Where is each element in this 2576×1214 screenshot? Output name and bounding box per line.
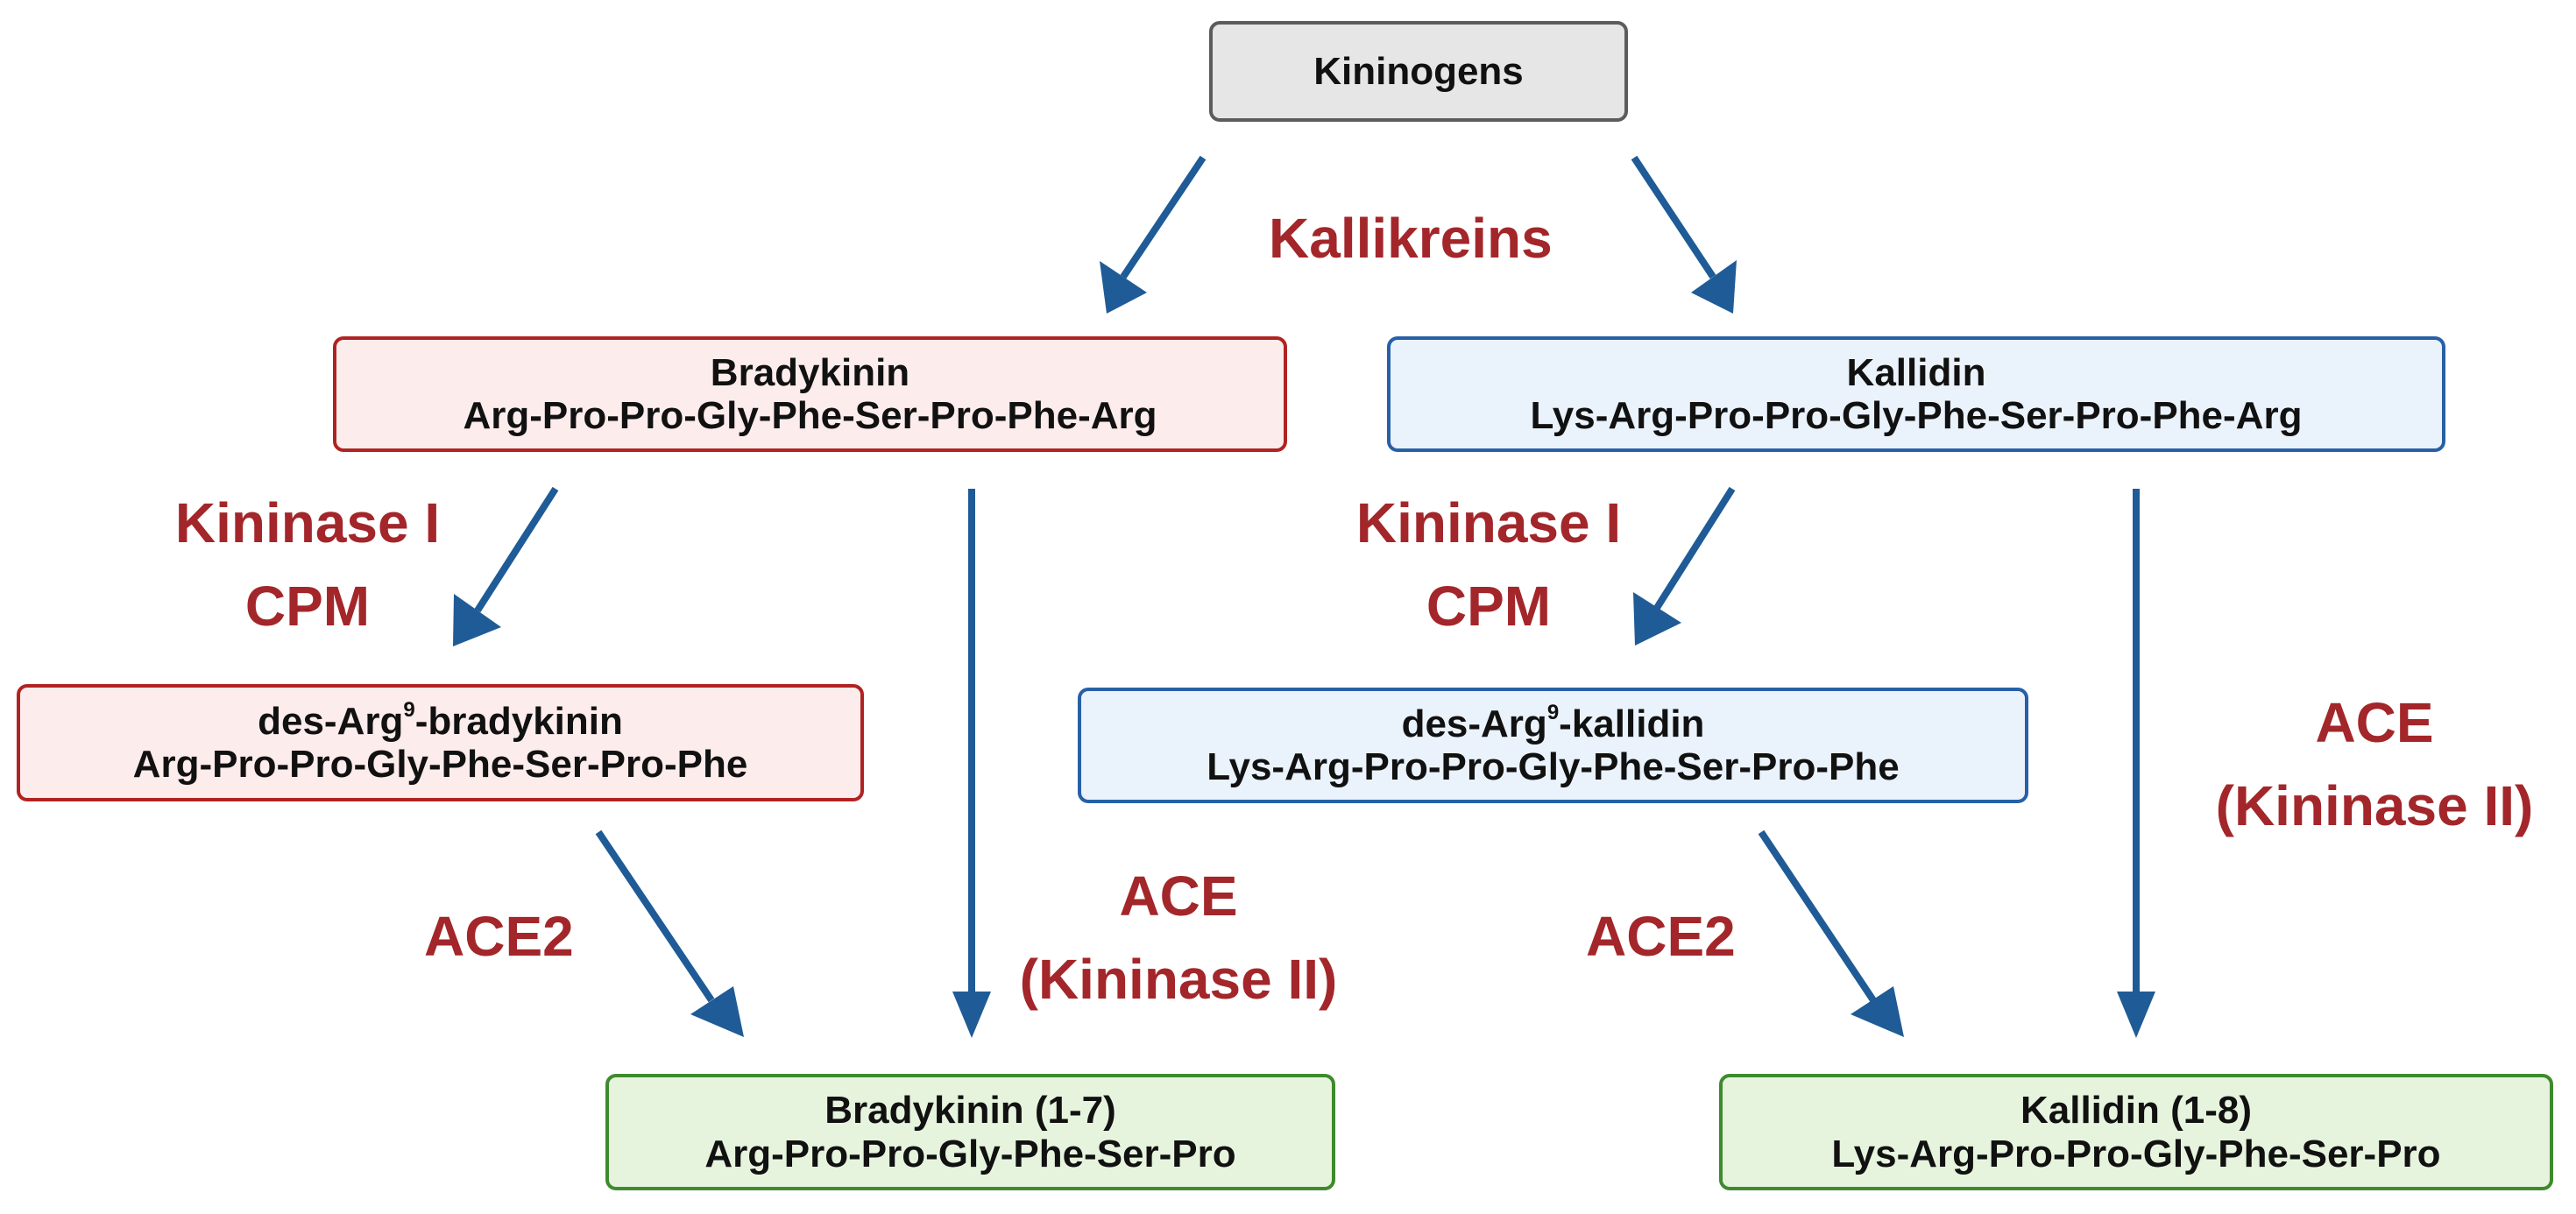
- bradykinin-box: Bradykinin Arg-Pro-Pro-Gly-Phe-Ser-Pro-P…: [333, 336, 1287, 452]
- des-arg9-kallidin-sequence: Lys-Arg-Pro-Pro-Gly-Phe-Ser-Pro-Phe: [1207, 745, 1900, 788]
- kallidin-title: Kallidin: [1846, 350, 1986, 394]
- kininase-i-left-line2: CPM: [244, 574, 371, 638]
- ace-left-line1: ACE: [1119, 865, 1238, 928]
- ace2-right-label: ACE2: [1586, 905, 1736, 968]
- kallidin-1-8-box: Kallidin (1-8) Lys-Arg-Pro-Pro-Gly-Phe-S…: [1719, 1074, 2553, 1190]
- ace-arrow-right: [2117, 489, 2155, 1038]
- kininase-i-right-label: Kininase I CPM: [1335, 482, 1642, 647]
- kallikreins-arrow-right: [1631, 155, 1737, 314]
- bradykinin-1-7-title: Bradykinin (1-7): [824, 1089, 1116, 1133]
- ace2-arrow-left: [595, 829, 744, 1037]
- kininase-i-right-line2: CPM: [1426, 574, 1552, 638]
- ace2-left-label: ACE2: [424, 905, 574, 968]
- ace-right-label: ACE (Kininase II): [2195, 681, 2554, 847]
- ace-left-label: ACE (Kininase II): [999, 855, 1358, 1020]
- kallidin-box: Kallidin Lys-Arg-Pro-Pro-Gly-Phe-Ser-Pro…: [1387, 336, 2445, 452]
- ace2-arrow-right: [1758, 829, 1904, 1037]
- kallikreins-label: Kallikreins: [1269, 207, 1553, 270]
- ace-arrow-left: [952, 489, 991, 1038]
- bradykinin-1-7-sequence: Arg-Pro-Pro-Gly-Phe-Ser-Pro: [704, 1132, 1236, 1175]
- kallidin-1-8-sequence: Lys-Arg-Pro-Pro-Gly-Phe-Ser-Pro: [1831, 1132, 2441, 1175]
- kininogens-box: Kininogens: [1209, 21, 1628, 122]
- kallikreins-arrow-left: [1100, 155, 1207, 314]
- des-arg9-kallidin-title: des-Arg9-kallidin: [1401, 701, 1705, 745]
- kallidin-1-8-title: Kallidin (1-8): [2020, 1089, 2253, 1133]
- kininase-arrow-left: [453, 486, 559, 646]
- ace-right-line1: ACE: [2315, 691, 2434, 754]
- des-arg9-bradykinin-title: des-Arg9-bradykinin: [258, 698, 623, 743]
- des-arg9-bradykinin-box: des-Arg9-bradykinin Arg-Pro-Pro-Gly-Phe-…: [17, 684, 864, 801]
- des-arg9-kallidin-box: des-Arg9-kallidin Lys-Arg-Pro-Pro-Gly-Ph…: [1078, 688, 2028, 803]
- ace-left-line2: (Kininase II): [1019, 947, 1338, 1011]
- des-arg9-bradykinin-sequence: Arg-Pro-Pro-Gly-Phe-Ser-Pro-Phe: [132, 743, 748, 786]
- ace-right-line2: (Kininase II): [2215, 773, 2534, 837]
- kininase-arrow-right: [1633, 486, 1736, 646]
- kininase-i-left-label: Kininase I CPM: [154, 482, 461, 647]
- kininogens-title: Kininogens: [1313, 49, 1524, 93]
- kallidin-sequence: Lys-Arg-Pro-Pro-Gly-Phe-Ser-Pro-Phe-Arg: [1530, 394, 2303, 437]
- bradykinin-sequence: Arg-Pro-Pro-Gly-Phe-Ser-Pro-Phe-Arg: [463, 394, 1157, 437]
- bradykinin-1-7-box: Bradykinin (1-7) Arg-Pro-Pro-Gly-Phe-Ser…: [605, 1074, 1335, 1190]
- kininase-i-right-line1: Kininase I: [1355, 491, 1622, 554]
- bradykinin-title: Bradykinin: [710, 350, 910, 394]
- kininase-i-left-line1: Kininase I: [174, 491, 441, 554]
